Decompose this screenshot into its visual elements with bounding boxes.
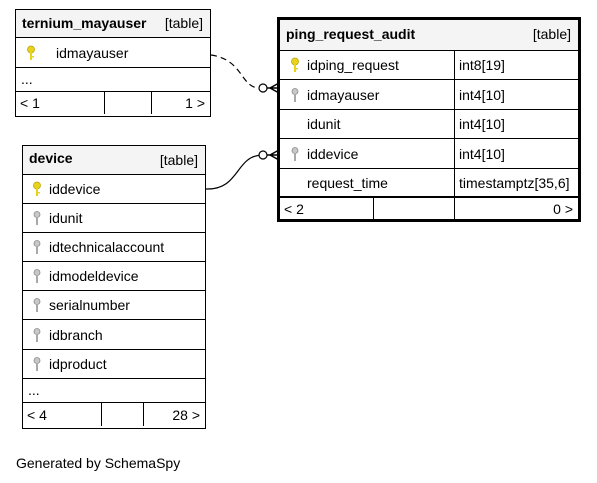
column-name: idmayauser <box>307 86 380 103</box>
foreign-key-icon <box>32 327 42 343</box>
table-type-label: [table] <box>159 152 198 168</box>
connector-device-optional-marker <box>258 150 268 160</box>
column-row-idmayauser[interactable]: idmayauser <box>16 38 210 68</box>
column-name: serialnumber <box>49 297 130 313</box>
more-columns-ellipsis: ... <box>28 381 40 398</box>
column-name: idmodeldevice <box>49 268 139 284</box>
column-name: request_time <box>307 174 388 191</box>
footer-middle-cell <box>101 403 143 426</box>
column-type: int4[10] <box>454 80 505 109</box>
column-type: int8[19] <box>454 51 505 79</box>
column-row-iddevice[interactable]: iddevice int4[10] <box>280 139 578 169</box>
connector-mayauser-optional-marker <box>258 83 268 93</box>
table-name: ping_request_audit <box>286 26 416 42</box>
primary-key-icon <box>26 45 36 61</box>
foreign-key-icon <box>32 268 42 284</box>
column-row-idtechnicalaccount[interactable]: idtechnicalaccount <box>23 233 205 262</box>
table-header: ping_request_audit [table] <box>280 20 578 51</box>
parents-count[interactable]: < 4 <box>27 406 47 423</box>
column-row-idmayauser[interactable]: idmayauser int4[10] <box>280 80 578 110</box>
column-row-iddevice[interactable]: iddevice <box>23 175 205 204</box>
connector-mayauser <box>210 54 263 89</box>
column-name: idping_request <box>307 57 399 73</box>
table-name: ternium_mayauser <box>22 15 147 31</box>
column-name: idproduct <box>49 356 107 372</box>
column-row-idproduct[interactable]: idproduct <box>23 350 205 379</box>
column-row-idping-request[interactable]: idping_request int8[19] <box>280 51 578 80</box>
table-footer: < 2 0 > <box>280 197 578 219</box>
column-name: idunit <box>49 210 83 226</box>
column-name: idbranch <box>49 326 103 343</box>
column-row-request-time[interactable]: request_time timestamptz[35,6] <box>280 169 578 197</box>
table-header: ternium_mayauser [table] <box>16 10 210 38</box>
footer-middle-cell <box>373 198 454 219</box>
generator-credit: Generated by SchemaSpy <box>16 455 181 471</box>
column-name: iddevice <box>49 181 101 197</box>
more-columns-row: ... <box>23 379 205 403</box>
table-ping-request-audit[interactable]: ping_request_audit [table] idping_reques… <box>277 17 581 222</box>
foreign-key-icon <box>32 297 42 313</box>
table-device[interactable]: device [table] iddevice idunit idtechnic… <box>22 145 206 429</box>
parents-count[interactable]: < 2 <box>284 200 304 217</box>
more-columns-ellipsis: ... <box>21 70 33 87</box>
more-columns-row: ... <box>16 68 210 92</box>
column-row-idmodeldevice[interactable]: idmodeldevice <box>23 262 205 291</box>
column-row-idunit[interactable]: idunit <box>23 204 205 233</box>
foreign-key-icon <box>32 239 42 255</box>
column-row-idbranch[interactable]: idbranch <box>23 320 205 350</box>
table-type-label: [table] <box>164 15 203 31</box>
table-ternium-mayauser[interactable]: ternium_mayauser [table] idmayauser ... … <box>15 9 211 117</box>
column-name: iddevice <box>307 145 359 162</box>
column-name: idtechnicalaccount <box>49 239 165 255</box>
column-name: idunit <box>307 116 341 132</box>
foreign-key-icon <box>290 87 300 103</box>
foreign-key-icon <box>290 146 300 162</box>
table-header: device [table] <box>23 146 205 175</box>
table-type-label: [table] <box>532 26 571 42</box>
primary-key-icon <box>32 181 42 197</box>
column-row-idunit[interactable]: idunit int4[10] <box>280 110 578 139</box>
children-count[interactable]: 28 > <box>143 403 205 426</box>
foreign-key-icon <box>32 210 42 226</box>
parents-count[interactable]: < 1 <box>20 95 40 111</box>
children-count[interactable]: 0 > <box>454 198 578 219</box>
foreign-key-icon <box>32 356 42 372</box>
footer-middle-cell <box>104 92 151 114</box>
column-name: idmayauser <box>56 44 129 61</box>
children-count[interactable]: 1 > <box>151 92 210 114</box>
table-footer: < 1 1 > <box>16 92 210 114</box>
table-footer: < 4 28 > <box>23 403 205 426</box>
column-type: timestamptz[35,6] <box>454 169 570 196</box>
column-row-serialnumber[interactable]: serialnumber <box>23 291 205 320</box>
column-type: int4[10] <box>454 139 505 168</box>
table-name: device <box>29 150 73 166</box>
primary-key-icon <box>290 57 300 73</box>
column-type: int4[10] <box>454 110 505 138</box>
connector-device <box>205 154 263 190</box>
